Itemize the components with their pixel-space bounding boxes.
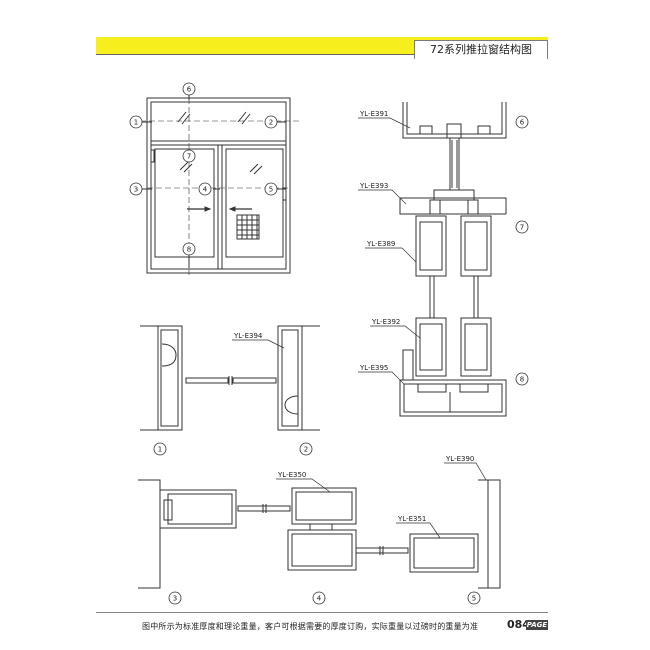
label-yl-e395: YL-E395 [359, 364, 388, 372]
window-elevation [140, 95, 300, 276]
footer-note: 图中所示为标准厚度和理论重量，客户可根据需要的厚度订购，实际重量以过磅时的重量为… [142, 622, 479, 631]
section-number-7: 7 [520, 224, 524, 232]
label-yl-e392: YL-E392 [371, 318, 400, 326]
header-rule [96, 54, 548, 63]
label-yl-e389: YL-E389 [366, 240, 395, 248]
callout-2: 2 [269, 119, 273, 127]
footer-rule [96, 612, 548, 613]
callout-4: 4 [203, 186, 208, 194]
callout-6: 6 [187, 86, 192, 94]
frame-section-bottom [138, 479, 501, 589]
frame-section-middle [140, 325, 320, 431]
label-yl-e390: YL-E390 [445, 455, 474, 463]
callout-3: 3 [134, 186, 138, 194]
callout-7: 7 [187, 153, 191, 161]
section-number-4: 4 [317, 595, 322, 603]
section-number-2: 2 [304, 446, 308, 454]
section-number-6: 6 [520, 119, 525, 127]
page-number: 084 [507, 618, 530, 631]
label-yl-e393: YL-E393 [359, 182, 388, 190]
sash-section-right [399, 102, 507, 417]
callout-1: 1 [134, 119, 138, 127]
label-yl-e394: YL-E394 [233, 332, 263, 340]
callout-5: 5 [269, 186, 273, 194]
label-yl-e351: YL-E351 [397, 515, 426, 523]
label-yl-e391: YL-E391 [359, 110, 388, 118]
callout-8: 8 [187, 246, 191, 254]
section-number-3: 3 [173, 595, 177, 603]
section-number-5: 5 [472, 595, 476, 603]
label-yl-e350: YL-E350 [277, 471, 306, 479]
section-number-8: 8 [520, 376, 524, 384]
section-number-1: 1 [158, 446, 162, 454]
page-title: 72系列推拉窗结构图 [414, 40, 548, 59]
page-badge: PAGE [526, 620, 548, 630]
